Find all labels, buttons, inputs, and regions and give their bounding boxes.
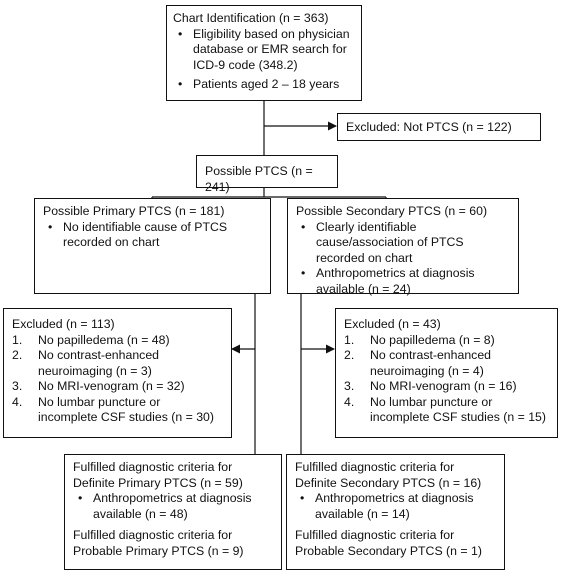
chart-identification-title: Chart Identification (n = 363) [173, 11, 329, 25]
excluded-primary-item: 3.No MRI-venogram (n = 32) [12, 379, 185, 393]
excluded-not-ptcs-box: Excluded: Not PTCS (n = 122) [337, 113, 541, 141]
possible-secondary-bullet: Anthropometrics at diagnosis available (… [296, 266, 510, 297]
final-secondary-bullet: Anthropometrics at diagnosis available (… [295, 491, 496, 522]
excluded-secondary-item: 2.No contrast-enhanced neuroimaging (n =… [344, 348, 491, 378]
excluded-secondary-item: 4.No lumbar puncture or incomplete CSF s… [344, 394, 546, 425]
final-primary-box: Fulfilled diagnostic criteria for Defini… [64, 454, 282, 570]
definite-secondary-label: Fulfilled diagnostic criteria for Defini… [295, 460, 482, 490]
probable-secondary-label: Fulfilled diagnostic criteria for Probab… [295, 528, 482, 558]
excluded-primary-item: 2.No contrast-enhanced neuroimaging (n =… [12, 348, 159, 378]
excluded-primary-item: 4.No lumbar puncture or incomplete CSF s… [12, 394, 214, 425]
possible-ptcs-label: Possible PTCS (n = 241) [205, 164, 313, 194]
possible-primary-box: Possible Primary PTCS (n = 181) No ident… [34, 198, 271, 294]
excluded-secondary-box: Excluded (n = 43) 1.No papilledema (n = … [335, 308, 558, 438]
final-primary-bullet: Anthropometrics at diagnosis available (… [73, 491, 273, 522]
excluded-primary-item: 1.No papilledema (n = 48) [12, 332, 170, 347]
possible-primary-title: Possible Primary PTCS (n = 181) [43, 204, 225, 218]
possible-ptcs-box: Possible PTCS (n = 241) [196, 155, 338, 194]
excluded-secondary-item: 1.No papilledema (n = 8) [344, 332, 495, 347]
excluded-not-ptcs-label: Excluded: Not PTCS (n = 122) [346, 120, 512, 134]
possible-primary-bullet: No identifiable cause of PTCS recorded o… [43, 220, 262, 251]
chart-identification-bullet: Eligibility based on physician database … [173, 27, 355, 74]
excluded-secondary-title: Excluded (n = 43) [344, 317, 441, 331]
excluded-primary-title: Excluded (n = 113) [12, 317, 115, 331]
final-secondary-box: Fulfilled diagnostic criteria for Defini… [286, 454, 505, 570]
excluded-primary-box: Excluded (n = 113) 1.No papilledema (n =… [3, 308, 232, 438]
probable-primary-label: Fulfilled diagnostic criteria for Probab… [73, 528, 244, 558]
possible-secondary-title: Possible Secondary PTCS (n = 60) [296, 204, 488, 218]
possible-secondary-bullet: Clearly identifiable cause/association o… [296, 220, 510, 267]
chart-identification-box: Chart Identification (n = 363) Eligibili… [166, 5, 362, 101]
possible-secondary-box: Possible Secondary PTCS (n = 60) Clearly… [287, 198, 519, 297]
definite-primary-label: Fulfilled diagnostic criteria for Defini… [73, 460, 243, 490]
chart-identification-bullet: Patients aged 2 – 18 years [173, 77, 355, 93]
excluded-secondary-item: 3.No MRI-venogram (n = 16) [344, 379, 517, 393]
